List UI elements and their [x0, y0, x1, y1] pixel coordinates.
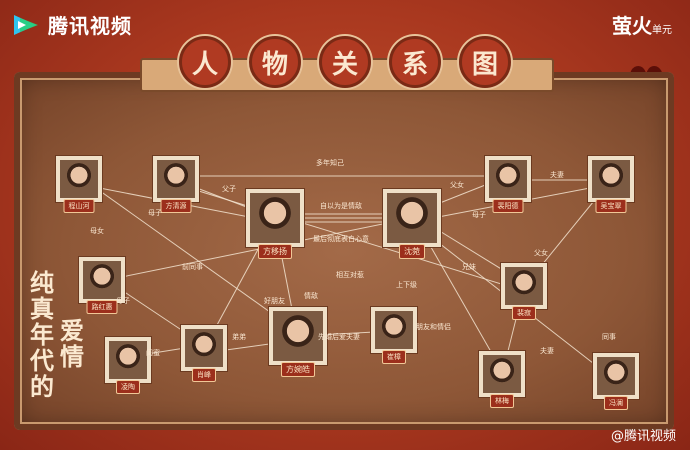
person-name: 凌陶 — [116, 380, 140, 394]
relation-label: 同事 — [602, 333, 616, 341]
relation-label: 上下级 — [396, 281, 417, 289]
portrait — [500, 262, 548, 310]
portrait — [104, 336, 152, 384]
title-char: 物 — [249, 36, 301, 88]
relation-label: 相互对惹 — [336, 271, 364, 279]
person-card: 方婉皓 — [268, 306, 328, 378]
person-card: 肖峰 — [180, 324, 228, 386]
relation-label: 情敌 — [304, 292, 318, 300]
person-card: 方清源 — [152, 155, 200, 217]
relation-label: 母子 — [472, 211, 486, 219]
relation-line — [78, 175, 299, 333]
person-card: 吴宝翠 — [587, 155, 635, 217]
person-name: 路红惠 — [86, 300, 118, 314]
portrait — [370, 306, 418, 354]
brand-mark: 萤火单元 — [612, 10, 672, 39]
relation-label: 母女 — [90, 227, 104, 235]
title-char: 人 — [179, 36, 231, 88]
person-card: 冯澜 — [592, 352, 640, 414]
person-card: 路红惠 — [78, 256, 126, 318]
relation-label: 最后彻底表白心意 — [313, 235, 369, 243]
relation-label: 夫妻 — [550, 171, 564, 179]
portrait — [382, 188, 442, 248]
relation-label: 自以为是情敌 — [320, 202, 362, 210]
weibo-watermark: @腾讯视频 — [610, 429, 676, 444]
person-name: 林梅 — [490, 394, 514, 408]
brand-main: 萤火 — [612, 14, 652, 38]
side-caption-2: 爱情 — [60, 316, 84, 371]
person-name: 肖峰 — [192, 368, 216, 382]
person-name: 方婉皓 — [281, 362, 315, 377]
person-name: 冯澜 — [604, 396, 628, 410]
portrait — [587, 155, 635, 203]
portrait — [55, 155, 103, 203]
title-char: 图 — [459, 36, 511, 88]
portrait — [180, 324, 228, 372]
title-char: 系 — [389, 36, 441, 88]
person-name: 程山河 — [63, 199, 95, 213]
person-card: 裴寂 — [500, 262, 548, 324]
relation-label: 母子 — [148, 209, 162, 217]
relation-line — [175, 183, 525, 293]
person-card: 程山河 — [55, 155, 103, 217]
tencent-video-logo: 腾讯视频 — [10, 10, 132, 39]
play-logo-icon — [10, 13, 42, 37]
side-caption-1: 纯真年代的 — [30, 268, 54, 401]
person-name: 裴阳德 — [492, 199, 524, 213]
relation-label: 父女 — [450, 181, 464, 189]
person-card: 凌陶 — [104, 336, 152, 398]
logo-text: 腾讯视频 — [48, 14, 132, 38]
portrait — [478, 350, 526, 398]
relation-label: 好朋友 — [264, 297, 285, 305]
relation-label: 母子 — [116, 297, 130, 305]
relation-line — [101, 216, 413, 282]
relation-label: 夫妻 — [540, 347, 554, 355]
relation-label: 前同事 — [182, 263, 203, 271]
person-card: 林梅 — [478, 350, 526, 412]
relation-label: 父子 — [222, 185, 236, 193]
relation-label: 弟弟 — [232, 333, 246, 341]
relation-label: 兄妹 — [462, 263, 476, 271]
title-banner: 人 物 关 系 图 — [170, 36, 520, 88]
portrait — [245, 188, 305, 248]
person-name: 方清源 — [160, 199, 192, 213]
portrait — [152, 155, 200, 203]
person-name: 沈菀 — [399, 244, 425, 259]
portrait — [484, 155, 532, 203]
relation-label: 先婚后爱夫妻 — [318, 333, 360, 341]
relation-label: 闺蜜 — [146, 349, 160, 357]
person-name: 裴寂 — [512, 306, 536, 320]
brand-sub: 单元 — [652, 25, 672, 36]
person-card: 方移扬 — [245, 188, 305, 260]
person-card: 沈菀 — [382, 188, 442, 260]
person-name: 吴宝翠 — [595, 199, 627, 213]
portrait — [592, 352, 640, 400]
title-char: 关 — [319, 36, 371, 88]
relation-label: 多年知己 — [316, 159, 344, 167]
person-card: 裴阳德 — [484, 155, 532, 217]
relation-label: 父女 — [534, 249, 548, 257]
relation-label: 朋友和情侣 — [416, 323, 451, 331]
person-card: 崔樟 — [370, 306, 418, 368]
person-name: 崔樟 — [382, 350, 406, 364]
portrait — [268, 306, 328, 366]
person-name: 方移扬 — [258, 244, 292, 259]
